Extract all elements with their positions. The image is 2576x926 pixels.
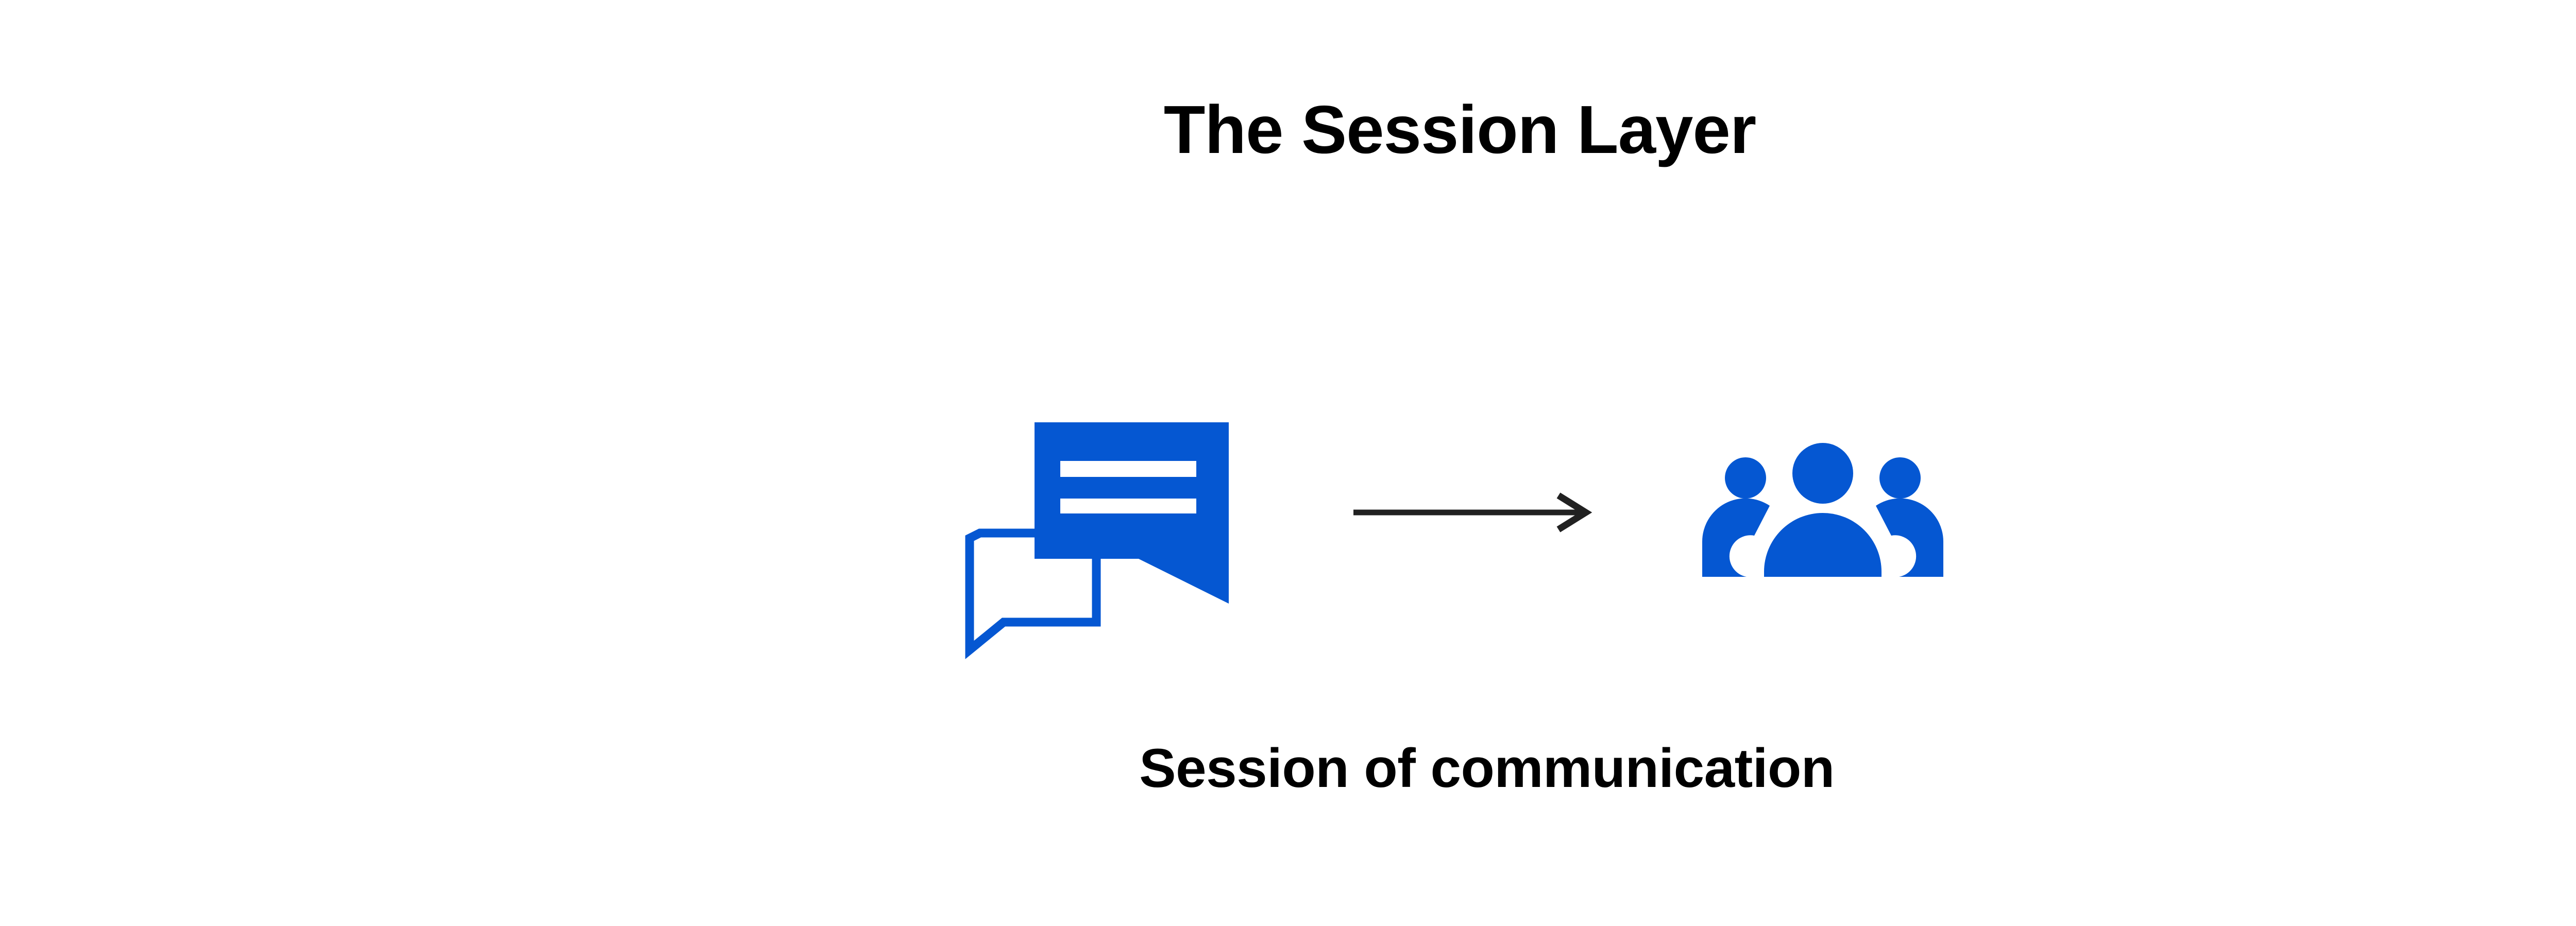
person-left-body — [1702, 498, 1770, 577]
chat-bubble-outline-icon — [965, 528, 1101, 659]
people-group-icon — [1702, 443, 1944, 577]
person-center-head — [1792, 443, 1853, 504]
chat-bubble-filled-icon — [1035, 422, 1229, 604]
person-right-body — [1876, 498, 1944, 577]
diagram-caption: Session of communication — [1139, 737, 1835, 799]
chat-bubble-line-2 — [1060, 499, 1196, 513]
person-center-body — [1764, 513, 1882, 577]
arrow-right-icon — [1353, 492, 1592, 533]
page-title: The Session Layer — [1163, 92, 1756, 167]
chat-bubble-line-1 — [1060, 461, 1196, 477]
person-left-head — [1725, 457, 1766, 499]
person-right-head — [1879, 457, 1921, 499]
diagram-svg — [965, 422, 1944, 659]
